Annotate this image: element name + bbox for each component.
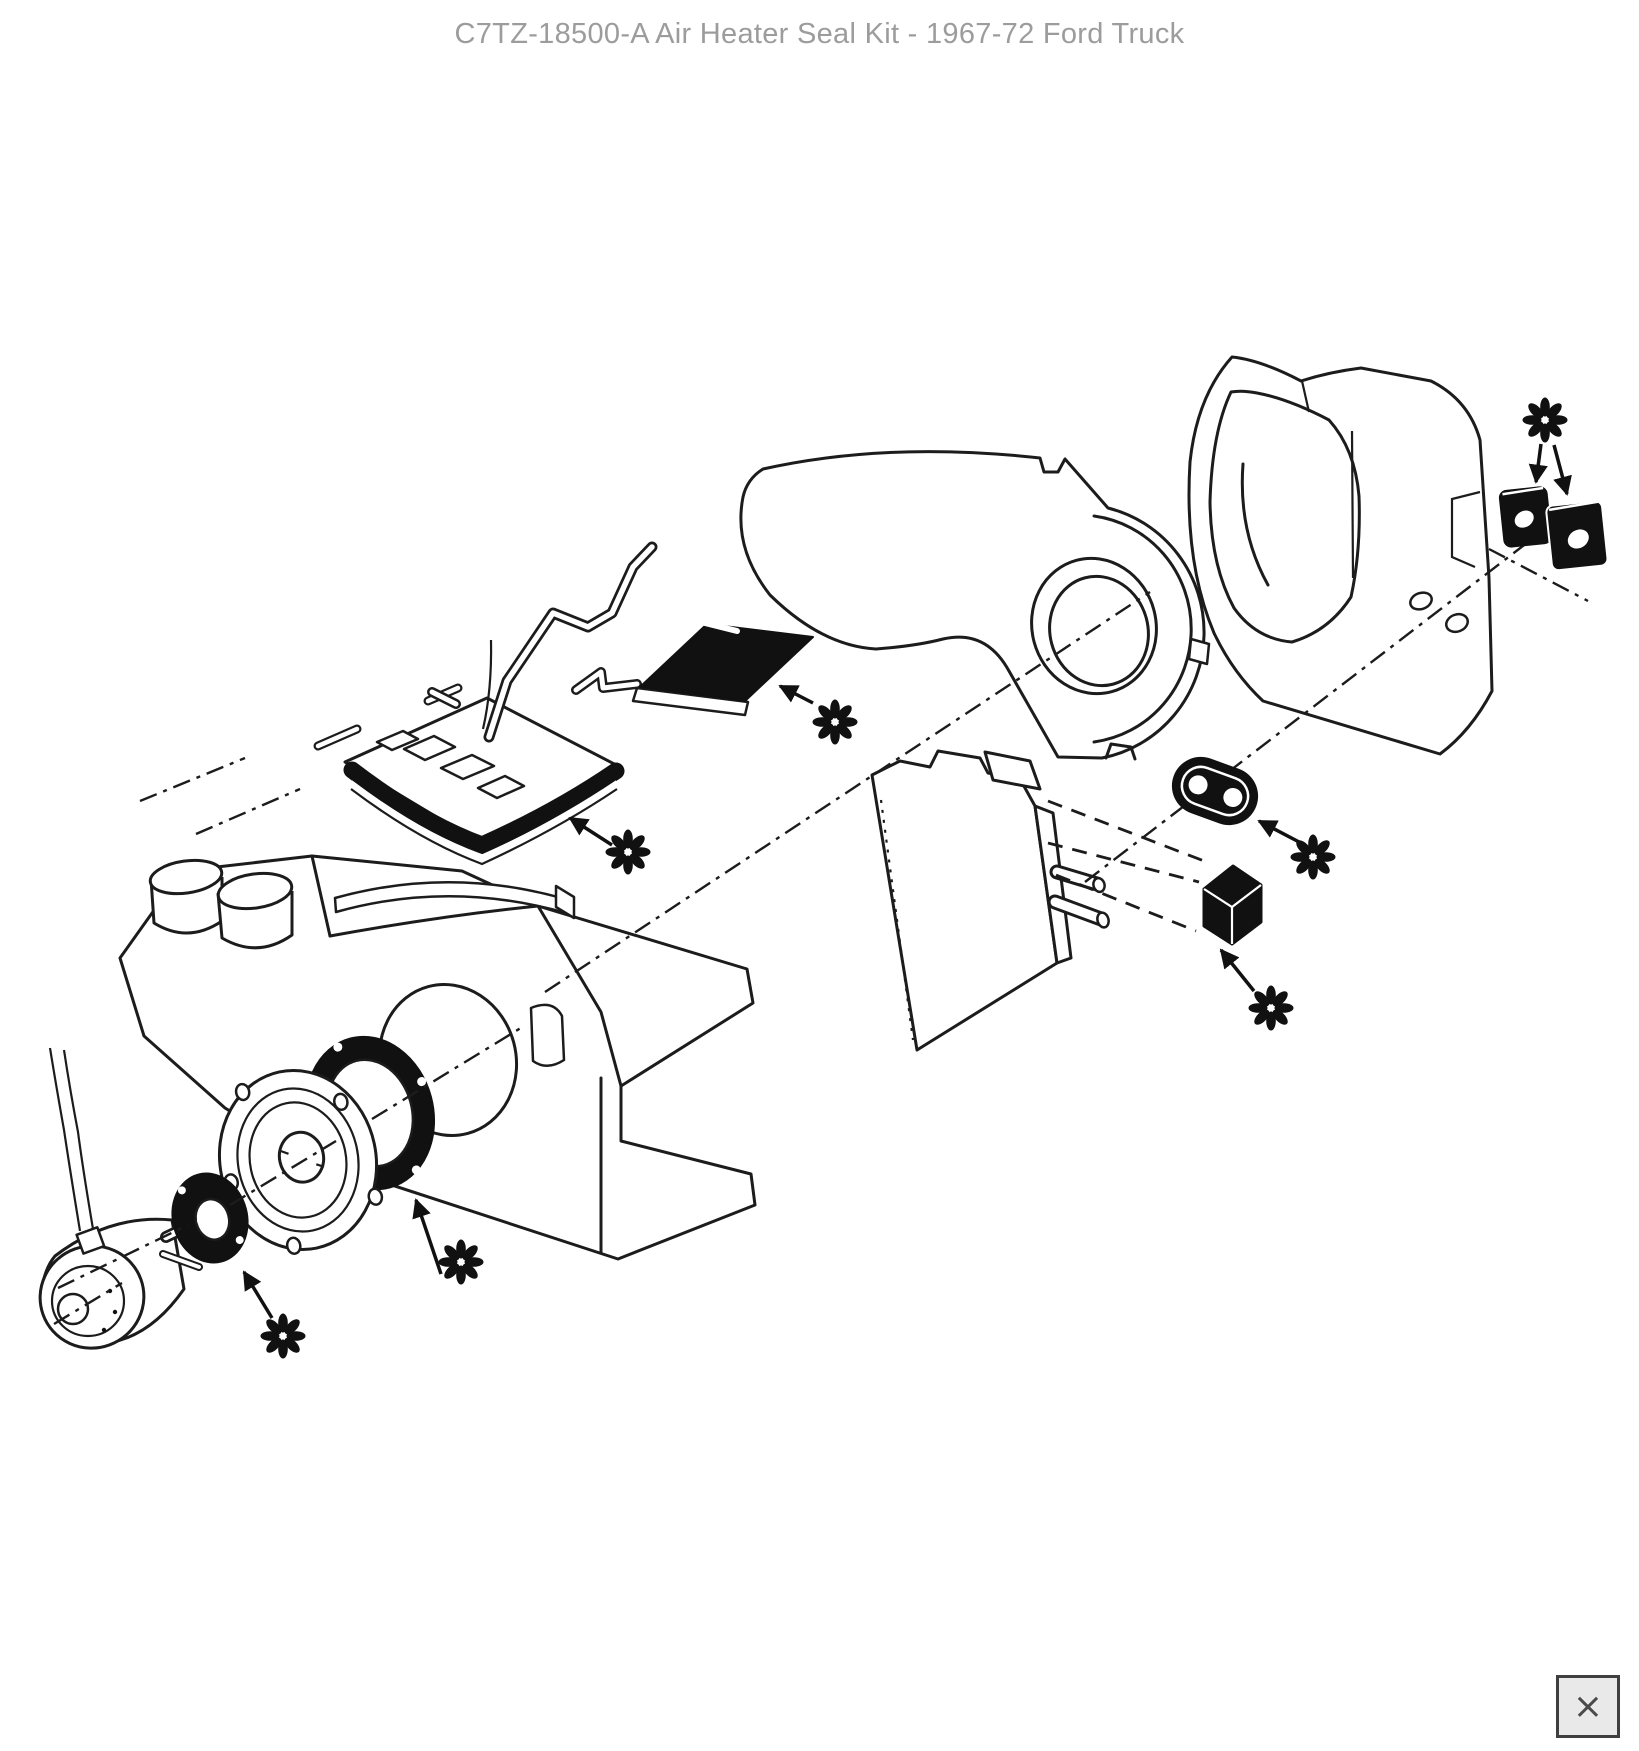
heater-hoses bbox=[427, 541, 658, 743]
square-inlet-seals bbox=[1498, 486, 1609, 572]
case-tab bbox=[529, 1003, 566, 1067]
control-plate-assembly bbox=[313, 639, 625, 866]
seal-marker-asterisk bbox=[1290, 834, 1336, 880]
blower-housing bbox=[739, 450, 1211, 761]
cube-seal bbox=[1202, 864, 1263, 946]
duct-collar-cylinders bbox=[148, 858, 294, 950]
duct-mount-hole bbox=[1409, 591, 1433, 611]
seal-marker-asterisk bbox=[812, 699, 858, 745]
seal-marker-asterisk bbox=[605, 829, 651, 875]
core-tubes bbox=[1047, 864, 1110, 929]
duct-opening bbox=[1208, 389, 1361, 644]
seal-marker-asterisk bbox=[438, 1239, 484, 1285]
seal-marker-asterisk bbox=[260, 1313, 306, 1359]
page-title: C7TZ-18500-A Air Heater Seal Kit - 1967-… bbox=[454, 18, 1185, 50]
core-tube-grommet bbox=[1171, 756, 1259, 826]
motor-mounting-plate bbox=[217, 1068, 384, 1255]
air-inlet-duct bbox=[1187, 355, 1494, 756]
close-button[interactable]: × bbox=[1556, 1675, 1620, 1738]
heater-core bbox=[870, 749, 1110, 1052]
seal-marker-asterisk bbox=[1248, 985, 1294, 1031]
seal-markers bbox=[242, 397, 1572, 1359]
flat-core-seal bbox=[631, 619, 814, 717]
duct-mount-hole bbox=[1445, 612, 1469, 634]
seal-marker-asterisk bbox=[1522, 397, 1568, 443]
defroster-flange-strip bbox=[333, 881, 576, 920]
motor-wires bbox=[48, 1047, 82, 1232]
assembly-center-lines bbox=[57, 528, 1589, 1290]
plate-seal-strip bbox=[343, 761, 625, 866]
